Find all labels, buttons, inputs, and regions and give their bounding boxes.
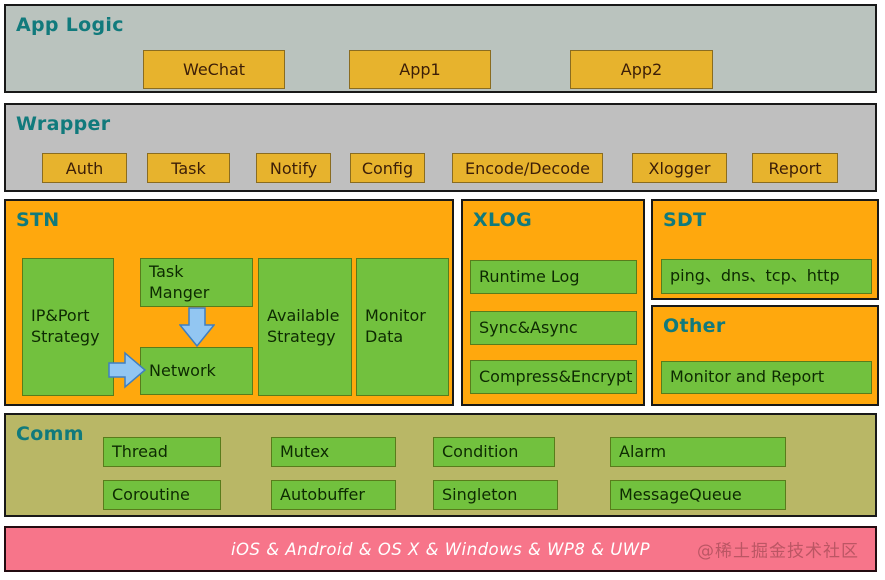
box-wechat-label: WeChat bbox=[182, 60, 246, 79]
box-condition: Condition bbox=[433, 437, 555, 467]
box-auth: Auth bbox=[42, 153, 127, 183]
box-app1-label: App1 bbox=[399, 60, 441, 79]
box-mutex: Mutex bbox=[271, 437, 396, 467]
section-xlog: XLOG Runtime Log Sync&Async Compress&Enc… bbox=[461, 199, 645, 406]
box-ping-dns-tcp-http-label: ping、dns、tcp、http bbox=[670, 266, 840, 286]
stn-title: STN bbox=[16, 209, 60, 231]
box-network-label: Network bbox=[149, 360, 216, 380]
box-auth-label: Auth bbox=[65, 158, 104, 178]
section-other: Other Monitor and Report bbox=[651, 305, 879, 406]
box-messagequeue: MessageQueue bbox=[610, 480, 786, 510]
section-sdt: SDT ping、dns、tcp、http bbox=[651, 199, 879, 300]
comm-title: Comm bbox=[16, 423, 84, 445]
box-report: Report bbox=[752, 153, 838, 183]
app-logic-title: App Logic bbox=[16, 14, 124, 36]
box-compress-encrypt: Compress&Encrypt bbox=[470, 360, 637, 394]
down-arrow-icon bbox=[179, 307, 215, 347]
section-stn: STN IP&Port Strategy Task Manger Network… bbox=[4, 199, 454, 406]
platform-bar-label: iOS & Android & OS X & Windows & WP8 & U… bbox=[230, 539, 651, 559]
box-available-strategy: Available Strategy bbox=[258, 258, 352, 396]
box-wechat: WeChat bbox=[143, 50, 285, 89]
box-xlogger-label: Xlogger bbox=[648, 158, 711, 178]
box-ip-port-strategy: IP&Port Strategy bbox=[22, 258, 114, 396]
box-autobuffer-label: Autobuffer bbox=[280, 484, 365, 504]
box-sync-async-label: Sync&Async bbox=[479, 317, 578, 337]
box-xlogger: Xlogger bbox=[632, 153, 727, 183]
box-app1: App1 bbox=[349, 50, 491, 89]
section-wrapper: Wrapper Auth Task Notify Config Encode/D… bbox=[4, 103, 877, 192]
box-task: Task bbox=[147, 153, 230, 183]
box-condition-label: Condition bbox=[442, 441, 519, 461]
box-coroutine-label: Coroutine bbox=[112, 484, 190, 504]
other-title: Other bbox=[663, 315, 726, 337]
box-autobuffer: Autobuffer bbox=[271, 480, 396, 510]
box-coroutine: Coroutine bbox=[103, 480, 221, 510]
box-available-strategy-label: Available Strategy bbox=[267, 306, 340, 346]
box-config: Config bbox=[350, 153, 425, 183]
box-ip-port-strategy-label: IP&Port Strategy bbox=[31, 306, 100, 346]
box-notify-label: Notify bbox=[269, 158, 318, 178]
section-comm: Comm Thread Mutex Condition Alarm Corout… bbox=[4, 413, 877, 517]
wrapper-title: Wrapper bbox=[16, 113, 111, 135]
box-notify: Notify bbox=[256, 153, 331, 183]
box-runtime-log-label: Runtime Log bbox=[479, 266, 580, 286]
sdt-title: SDT bbox=[663, 209, 707, 231]
box-singleton: Singleton bbox=[433, 480, 558, 510]
watermark: @稀土掘金技术社区 bbox=[697, 541, 859, 562]
box-compress-encrypt-label: Compress&Encrypt bbox=[479, 366, 633, 386]
box-runtime-log: Runtime Log bbox=[470, 260, 637, 294]
box-monitor-and-report-label: Monitor and Report bbox=[670, 367, 825, 387]
xlog-title: XLOG bbox=[473, 209, 533, 231]
box-report-label: Report bbox=[768, 158, 822, 178]
box-thread-label: Thread bbox=[112, 441, 168, 461]
box-encode-decode-label: Encode/Decode bbox=[465, 158, 590, 178]
box-network: Network bbox=[140, 347, 253, 395]
box-singleton-label: Singleton bbox=[442, 484, 518, 504]
box-ping-dns-tcp-http: ping、dns、tcp、http bbox=[661, 259, 872, 294]
box-task-label: Task bbox=[171, 158, 206, 178]
box-sync-async: Sync&Async bbox=[470, 311, 637, 345]
box-app2: App2 bbox=[570, 50, 713, 89]
box-encode-decode: Encode/Decode bbox=[452, 153, 603, 183]
box-messagequeue-label: MessageQueue bbox=[619, 484, 742, 504]
box-task-manger-label: Task Manger bbox=[149, 261, 210, 302]
box-monitor-data-label: Monitor Data bbox=[365, 306, 426, 346]
platform-bar: iOS & Android & OS X & Windows & WP8 & U… bbox=[4, 526, 877, 572]
box-config-label: Config bbox=[361, 158, 414, 178]
box-thread: Thread bbox=[103, 437, 221, 467]
box-monitor-data: Monitor Data bbox=[356, 258, 449, 396]
box-task-manger: Task Manger bbox=[140, 258, 253, 307]
box-mutex-label: Mutex bbox=[280, 441, 330, 461]
box-alarm-label: Alarm bbox=[619, 441, 667, 461]
box-monitor-and-report: Monitor and Report bbox=[661, 361, 872, 394]
box-alarm: Alarm bbox=[610, 437, 786, 467]
box-app2-label: App2 bbox=[620, 60, 663, 79]
right-arrow-icon bbox=[108, 351, 146, 389]
section-app-logic: App Logic WeChat App1 App2 bbox=[4, 4, 877, 93]
